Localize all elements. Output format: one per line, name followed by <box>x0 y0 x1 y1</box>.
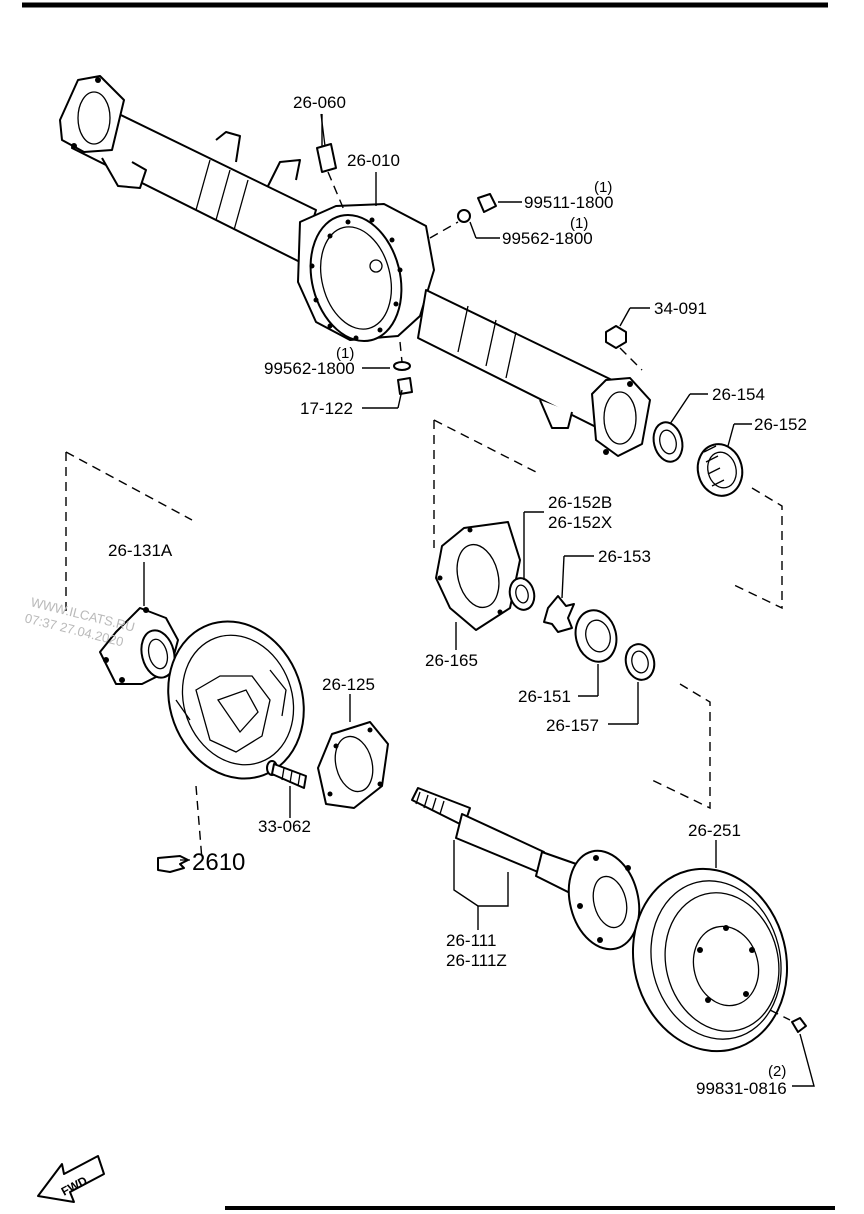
screw-drawing <box>769 1009 807 1033</box>
part-label-26-152[interactable]: 26-152 <box>754 415 807 434</box>
part-label-99831-0816[interactable]: 99831-0816 <box>696 1079 787 1098</box>
part-label-26-111z[interactable]: 26-111Z <box>446 951 507 970</box>
part-qty-99562-1800-upper: (1) <box>570 215 588 232</box>
part-label-26-154[interactable]: 26-154 <box>712 385 765 404</box>
part-label-26-157[interactable]: 26-157 <box>546 716 599 735</box>
part-label-26-165[interactable]: 26-165 <box>425 651 478 670</box>
part-label-17-122[interactable]: 17-122 <box>300 399 353 418</box>
leader-lines <box>143 114 815 1087</box>
part-label-99562-1800-upper[interactable]: 99562-1800 <box>502 229 593 248</box>
part-label-26-151[interactable]: 26-151 <box>518 687 571 706</box>
hub-drawing <box>99 607 179 685</box>
part-label-26-111[interactable]: 26-111 <box>446 931 496 950</box>
fwd-arrow-icon: FWD <box>37 1155 105 1203</box>
part-label-26-010[interactable]: 26-010 <box>347 151 400 170</box>
part-label-26-153[interactable]: 26-153 <box>598 547 651 566</box>
part-label-26-131a[interactable]: 26-131A <box>108 541 173 560</box>
part-label-26-152b[interactable]: 26-152B <box>548 493 612 512</box>
outer-bearing-drawing <box>652 421 744 497</box>
reference-link-2610[interactable]: 2610 <box>192 849 245 876</box>
part-label-33-062[interactable]: 33-062 <box>258 817 311 836</box>
gasket-drawing <box>435 521 521 631</box>
part-label-99511-1800[interactable]: 99511-1800 <box>524 193 614 212</box>
assembly-guide-lines <box>65 419 783 861</box>
part-label-34-091[interactable]: 34-091 <box>654 299 707 318</box>
part-qty-99511-1800: (1) <box>594 179 612 196</box>
part-label-26-251[interactable]: 26-251 <box>688 821 741 840</box>
brake-backing-plate-drawing <box>167 620 305 780</box>
axle-housing-drawing <box>59 75 651 457</box>
breather-drawing <box>316 113 345 211</box>
retainer-plate-drawing <box>317 721 389 809</box>
part-label-99562-1800-lower[interactable]: 99562-1800 <box>264 359 355 378</box>
part-qty-99562-1800-lower: (1) <box>336 345 354 362</box>
nut-drawing <box>605 325 643 371</box>
part-label-26-125[interactable]: 26-125 <box>322 675 375 694</box>
part-label-26-152x[interactable]: 26-152X <box>548 513 612 532</box>
brake-drum-drawing <box>631 867 789 1053</box>
inner-bearing-drawing <box>508 577 656 681</box>
stud-bolt-drawing <box>266 760 307 789</box>
part-label-26-060[interactable]: 26-060 <box>293 93 346 112</box>
part-qty-99831-0816: (2) <box>768 1063 786 1080</box>
axle-shaft-drawing <box>411 787 641 951</box>
pointing-hand-icon <box>157 855 190 873</box>
